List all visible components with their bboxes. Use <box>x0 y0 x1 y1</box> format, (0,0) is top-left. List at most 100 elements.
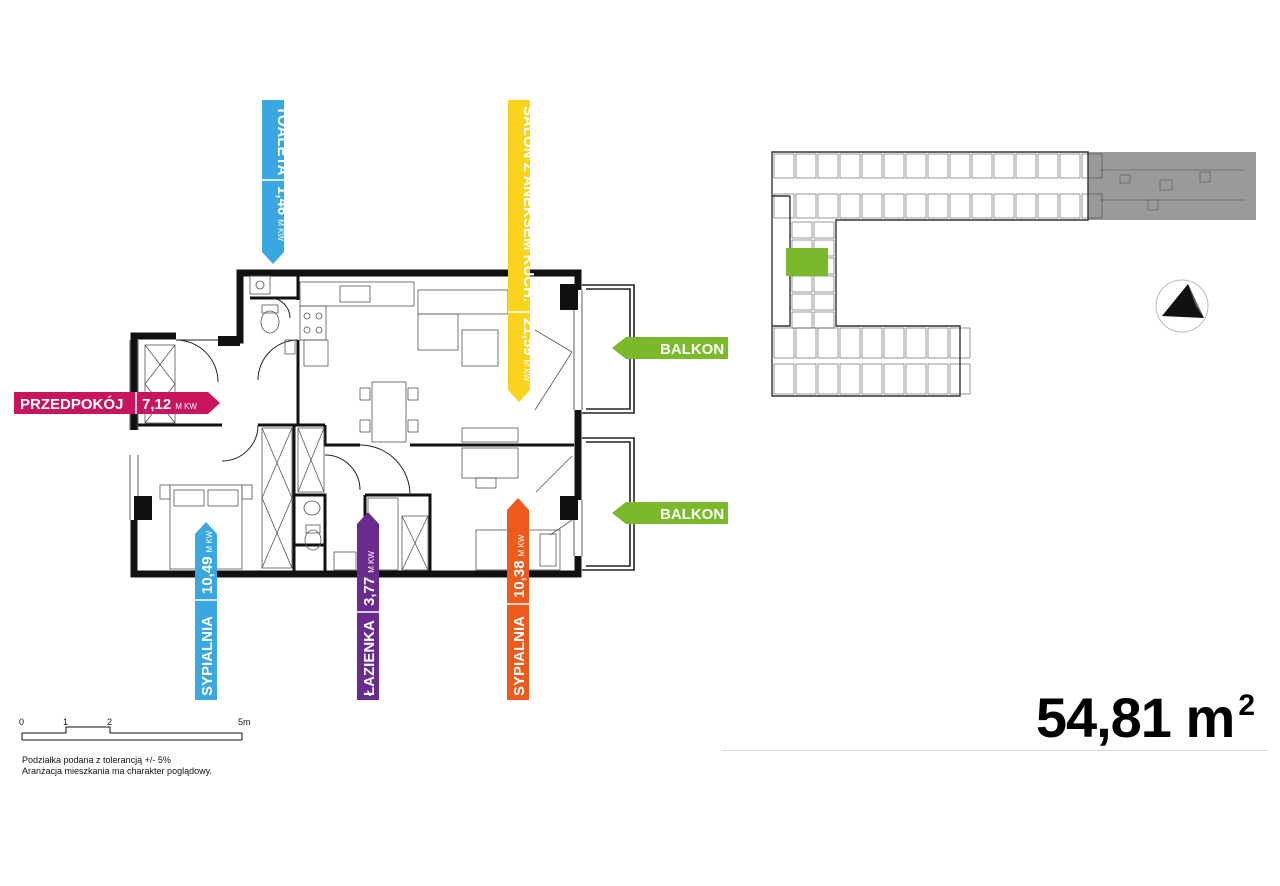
sypialnia-1-unit: M KW <box>205 530 214 552</box>
sypialnia-2-name: SYPIALNIA <box>511 616 528 696</box>
key-plan-cell <box>905 193 927 219</box>
balcony-1-label: BALKON <box>660 341 724 358</box>
divider <box>722 750 1268 751</box>
key-plan-cell <box>813 293 835 311</box>
total-area-power: 2 <box>1238 689 1255 722</box>
salon-area: 21,59 <box>520 318 537 356</box>
room-label-sypialnia-1: SYPIALNIA 10,49 M KW <box>195 522 217 700</box>
wardrobes <box>144 344 429 571</box>
balcony-2-label-bg <box>612 502 728 524</box>
key-plan-cell <box>1037 193 1059 219</box>
room-label-przedpokoj: PRZEDPOKÓJ 7,12 M KW <box>14 392 220 414</box>
key-plan-cell <box>949 193 971 219</box>
scale-tick-1: 1 <box>63 717 68 727</box>
key-plan-cell <box>883 327 905 359</box>
key-plan-cell <box>927 363 949 395</box>
key-plan-highlighted-unit <box>786 248 828 276</box>
key-plan-cell <box>773 153 795 179</box>
key-plan-cell <box>993 193 1015 219</box>
key-plan-cell <box>817 363 839 395</box>
toaleta-area-text: 1,46 M KW <box>274 186 291 241</box>
sypialnia-1-area: 10,49 <box>199 556 216 594</box>
balconies <box>582 284 635 571</box>
key-plan-cell <box>949 327 971 359</box>
key-plan-cell <box>1059 193 1081 219</box>
scale-tick-5: 5m <box>238 717 251 727</box>
key-plan-cell <box>861 193 883 219</box>
key-plan-cell <box>791 311 813 329</box>
sypialnia-1-area-text: 10,49 M KW <box>199 530 216 594</box>
interior-walls <box>138 273 574 574</box>
przedpokoj-area: 7,12 <box>142 396 171 413</box>
key-plan-cell <box>1015 153 1037 179</box>
key-plan-cell <box>993 153 1015 179</box>
key-plan-cell <box>927 153 949 179</box>
key-plan-cell <box>791 293 813 311</box>
key-plan-cell <box>883 193 905 219</box>
toaleta-label-bg <box>262 100 284 264</box>
toaleta-unit: M KW <box>276 219 285 241</box>
room-label-salon: SALON Z ANEKSEM KUCH. 21,59 M KW <box>508 100 537 402</box>
wall-blocks <box>134 284 578 520</box>
key-plan-cell <box>791 275 813 293</box>
key-plan-cell <box>773 327 795 359</box>
key-plan-cell <box>949 153 971 179</box>
note-arrangement: Aranżacja mieszkania ma charakter pogląd… <box>22 766 212 776</box>
key-plan-cell <box>795 327 817 359</box>
balcony-2-label: BALKON <box>660 506 724 523</box>
key-plan-cell <box>927 193 949 219</box>
toaleta-name: TOALETA <box>274 106 291 176</box>
key-plan-cell <box>883 153 905 179</box>
salon-unit: M KW <box>522 360 531 382</box>
key-plan-cell <box>773 193 795 219</box>
key-plan-cell <box>927 327 949 359</box>
sypialnia-1-name: SYPIALNIA <box>199 616 216 696</box>
salon-area-text: 21,59 M KW <box>520 318 537 382</box>
key-plan-cell <box>1015 193 1037 219</box>
przedpokoj-unit: M KW <box>175 402 197 411</box>
key-plan-cell <box>795 193 817 219</box>
przedpokoj-name: PRZEDPOKÓJ <box>20 395 123 413</box>
key-plan-cell <box>1059 153 1081 179</box>
balcony-1-label-bg <box>612 337 728 359</box>
key-plan-cell <box>839 193 861 219</box>
lazienka-label-bg <box>357 512 379 700</box>
key-plan-cell <box>839 363 861 395</box>
sypialnia-2-area-text: 10,38M KW <box>511 534 528 598</box>
lazienka-area: 3,77 <box>361 577 378 606</box>
key-plan-cell <box>971 153 993 179</box>
lazienka-unit: M KW <box>367 551 376 573</box>
key-plan-cell <box>795 363 817 395</box>
key-plan-cell <box>883 363 905 395</box>
salon-label-bg <box>508 100 530 402</box>
key-plan-cell <box>839 327 861 359</box>
scale-tick-2: 2 <box>107 717 112 727</box>
key-plan-cell <box>1037 153 1059 179</box>
balcony-label-1: BALKON <box>612 337 728 359</box>
key-plan-cell <box>971 193 993 219</box>
key-plan-cell <box>795 153 817 179</box>
key-plan-cell <box>905 363 927 395</box>
sypialnia-2-label-bg <box>507 498 529 700</box>
north-arrow-icon <box>1155 279 1209 333</box>
key-plan-neighbor-detail <box>1100 169 1245 211</box>
note-tolerance: Podziałka podana z tolerancją +/- 5% <box>22 755 171 765</box>
lazienka-name: ŁAZIENKA <box>361 620 378 696</box>
key-plan-cell <box>817 153 839 179</box>
room-label-toaleta: TOALETA 1,46 M KW <box>262 100 291 264</box>
key-plan-cell <box>1081 153 1103 179</box>
key-plan-cell <box>813 311 835 329</box>
sypialnia-2-area: 10,38 <box>511 560 528 598</box>
room-label-lazienka: ŁAZIENKA 3,77 M KW <box>357 512 379 700</box>
apartment-plan <box>129 269 635 578</box>
key-plan-cell <box>791 221 813 239</box>
przedpokoj-label-bg <box>14 392 220 414</box>
scale-bar: 0 1 2 5m <box>19 717 251 741</box>
salon-name: SALON Z ANEKSEM KUCH. <box>520 106 537 302</box>
key-plan-cell <box>905 153 927 179</box>
key-plan-building <box>771 151 1089 397</box>
total-area-unit: m <box>1185 686 1236 749</box>
key-plan-cell <box>817 327 839 359</box>
toaleta-area: 1,46 <box>274 186 291 215</box>
